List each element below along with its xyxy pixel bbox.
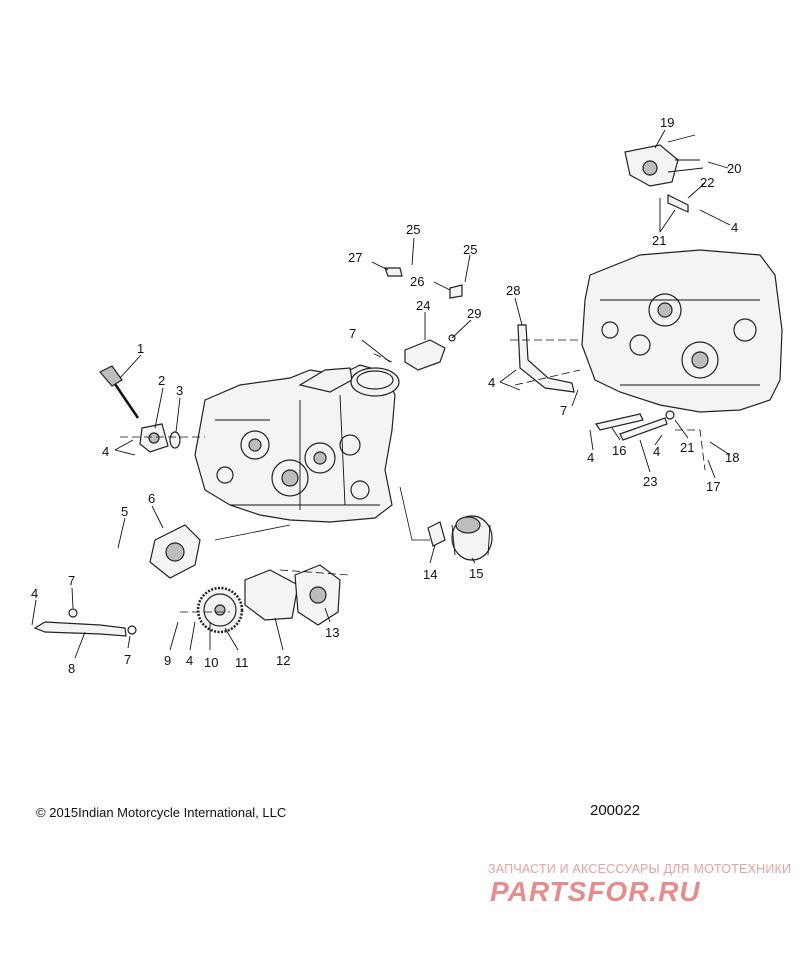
callout-11: 11: [235, 655, 249, 670]
callout-22: 22: [700, 175, 714, 190]
copyright-notice: © 2015Indian Motorcycle International, L…: [36, 805, 286, 820]
copyright-icon: ©: [36, 805, 46, 820]
cover-plate: [139, 423, 169, 453]
callout-6: 6: [148, 491, 155, 506]
callout-7c: 7: [349, 326, 356, 341]
copyright-text: 2015Indian Motorcycle International, LLC: [49, 805, 287, 820]
filter-sleeve: [427, 521, 446, 547]
callout-leaders: [31, 129, 731, 659]
callout-5: 5: [121, 504, 128, 519]
rods: [595, 410, 675, 441]
oil-filter: [451, 515, 493, 561]
oil-tube: [33, 608, 137, 637]
callout-4g: 4: [731, 220, 738, 235]
gear: [196, 586, 244, 634]
callout-4a: 4: [102, 444, 109, 459]
clip-27: [384, 267, 403, 277]
callout-18: 18: [725, 450, 739, 465]
callout-29: 29: [467, 306, 481, 321]
callout-1: 1: [137, 341, 144, 356]
callout-21b: 21: [652, 233, 666, 248]
callout-4d: 4: [488, 375, 495, 390]
callout-14: 14: [423, 567, 437, 582]
callout-15: 15: [469, 566, 483, 581]
callout-4f: 4: [653, 444, 660, 459]
callout-10: 10: [204, 655, 218, 670]
fitting-22: [667, 194, 689, 213]
callout-21a: 21: [680, 440, 694, 455]
callout-24: 24: [416, 298, 430, 313]
right-crankcase: [581, 249, 783, 413]
plate: [244, 569, 299, 621]
callout-25a: 25: [406, 222, 420, 237]
callout-20: 20: [727, 161, 741, 176]
assembly-centerlines: [120, 339, 706, 613]
callout-labels: 1 2 3 4 4 5 6 7 7 8 9 4 10 11 12 13 14 1…: [31, 115, 741, 676]
callout-4c: 4: [186, 653, 193, 668]
callout-4e: 4: [587, 450, 594, 465]
callout-13: 13: [325, 625, 339, 640]
callout-9: 9: [164, 653, 171, 668]
callout-7d: 7: [560, 403, 567, 418]
callout-2: 2: [158, 373, 165, 388]
oil-pipe: [517, 324, 575, 393]
o-ring: [169, 431, 181, 449]
callout-16: 16: [612, 443, 626, 458]
callout-27: 27: [348, 250, 362, 265]
upper-pump: [624, 134, 704, 187]
oil-pump-housing: [149, 524, 201, 579]
bracket: [404, 334, 456, 371]
clip-26: [449, 284, 463, 299]
left-crankcase: [194, 364, 400, 523]
dipstick: [99, 365, 140, 419]
callout-19: 19: [660, 115, 674, 130]
callout-7a: 7: [68, 573, 75, 588]
callout-7b: 7: [124, 652, 131, 667]
callout-4b: 4: [31, 586, 38, 601]
callout-26: 26: [410, 274, 424, 289]
watermark-logo: PARTSFOR.RU: [490, 876, 701, 907]
callout-17: 17: [706, 479, 720, 494]
callout-23: 23: [643, 474, 657, 489]
callout-8: 8: [68, 661, 75, 676]
figure-number: 200022: [590, 802, 641, 819]
callout-3: 3: [176, 383, 183, 398]
callout-25b: 25: [463, 242, 477, 257]
oil-pump: [294, 564, 341, 626]
watermark-subtitle: ЗАПЧАСТИ И АКСЕССУАРЫ ДЛЯ МОТОТЕХНИКИ: [488, 862, 792, 876]
callout-28: 28: [506, 283, 520, 298]
callout-12: 12: [276, 653, 290, 668]
